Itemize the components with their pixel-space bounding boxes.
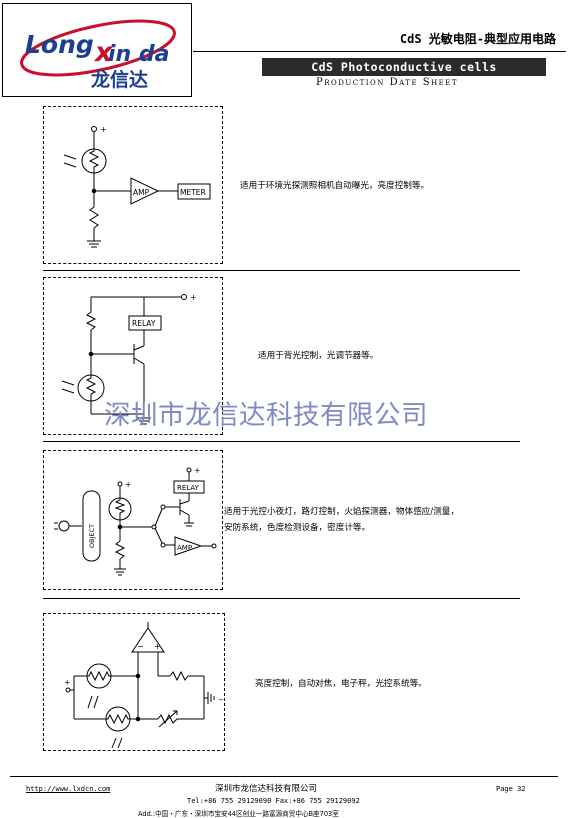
svg-text:龙信达: 龙信达 <box>91 68 148 91</box>
logo-graphic: Long x in da 龙信达 <box>20 19 176 91</box>
svg-text:+: + <box>154 642 161 651</box>
application-description-2: 适用于背光控制，光调节器等。 <box>258 351 379 361</box>
svg-text:−: − <box>218 696 224 704</box>
section-divider <box>43 598 520 599</box>
circuit-panel-1: + AMP METER <box>43 106 223 264</box>
circuit-diagram-object-detect: OBJECT + + RELAY AMP <box>54 466 217 576</box>
section-divider <box>43 270 520 271</box>
svg-text:RELAY: RELAY <box>177 484 200 492</box>
svg-text:Long: Long <box>25 30 94 59</box>
page-number: Page 32 <box>496 785 526 793</box>
svg-text:+: + <box>100 125 107 134</box>
svg-text:in da: in da <box>108 42 169 67</box>
footer-rule <box>10 776 558 777</box>
website-link[interactable]: http://www.lxdcn.com <box>26 785 111 793</box>
footer-contact: Tel:+86 755 29129090 Fax:+86 755 2912909… <box>187 797 360 805</box>
circuit-diagram-meter: + AMP METER <box>63 125 211 248</box>
circuit-diagram-relay: + RELAY <box>61 293 197 425</box>
svg-text:+: + <box>64 678 70 687</box>
circuit-panel-4: − + + − <box>43 613 225 751</box>
svg-text:+: + <box>190 293 197 302</box>
svg-text:+: + <box>125 480 131 489</box>
circuit-panel-2: + RELAY <box>43 277 223 435</box>
svg-text:+: + <box>194 466 200 475</box>
svg-text:AMP: AMP <box>133 188 150 197</box>
svg-text:−: − <box>137 642 144 651</box>
circuit-panel-3: OBJECT + + RELAY AMP <box>43 450 223 590</box>
company-watermark: 深圳市龙信达科技有限公司 <box>104 400 428 431</box>
svg-text:METER: METER <box>180 188 206 197</box>
document-title-cn: CdS 光敏电阻-典型应用电路 <box>399 32 556 46</box>
document-subtitle: Production Date Sheet <box>316 77 459 88</box>
header-rule <box>193 51 566 52</box>
footer-company-name: 深圳市龙信达科技有限公司 <box>215 784 318 794</box>
section-divider <box>43 441 520 442</box>
svg-text:RELAY: RELAY <box>132 319 156 328</box>
application-description-3-line1: 适用于光控小夜灯，路灯控制，火焰探测器，物体感应/测量， <box>224 507 459 517</box>
company-logo: Long x in da 龙信达 <box>2 3 192 97</box>
svg-text:AMP: AMP <box>177 544 192 552</box>
svg-text:x: x <box>93 37 114 68</box>
application-description-4: 亮度控制，自动对焦，电子秤，光控系统等。 <box>255 679 427 689</box>
circuit-diagram-bridge: − + + − <box>64 622 224 749</box>
footer-address: Add.:中国・广东・深圳市宝安44区创业一路富源商贸中心B座703室 <box>138 810 339 818</box>
application-description-3-line2: 安防系统，色度检测设备，密度计等。 <box>224 523 371 533</box>
svg-text:OBJECT: OBJECT <box>88 524 96 548</box>
document-title-en: CdS Photoconductive cells <box>262 58 546 76</box>
application-description-1: 适用于环境光探测照相机自动曝光，亮度控制等。 <box>240 181 430 191</box>
